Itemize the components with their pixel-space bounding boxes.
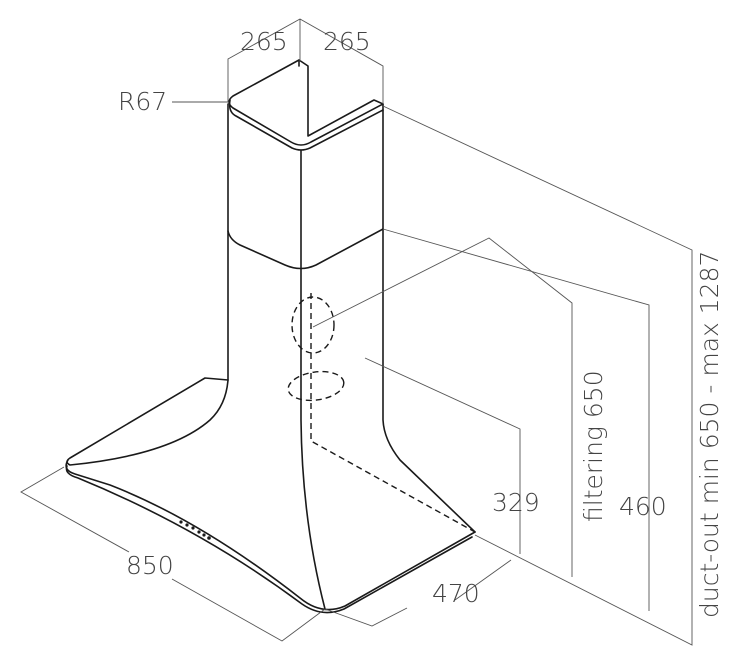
dim-470: [324, 559, 512, 627]
label-duct-out: duct-out min 650 - max 1287: [695, 251, 724, 618]
dim-460: [382, 228, 650, 611]
duct-outlet-ellipse: [291, 296, 335, 354]
control-buttons: [179, 520, 211, 540]
dim-850: [20, 466, 326, 642]
label-265-left: 265: [240, 27, 288, 56]
hood-left-wing: [66, 377, 229, 466]
label-265-right: 265: [323, 27, 371, 56]
dim-duct-out: [382, 105, 693, 646]
chimney-right-edge: [382, 103, 476, 533]
dim-329: [364, 357, 521, 554]
label-850: 850: [126, 551, 174, 580]
label-filtering: filtering 650: [579, 370, 608, 522]
chimney-inner-edge: [228, 59, 384, 151]
hidden-duct-line: [310, 293, 476, 533]
outlet-ellipse: [287, 370, 345, 402]
hood-bottom-edge-inner: [65, 465, 473, 614]
label-460: 460: [619, 492, 667, 521]
chimney-band: [227, 228, 384, 270]
hood-bottom-edge: [65, 459, 476, 611]
chimney-front-edge: [300, 149, 326, 610]
label-470: 470: [432, 579, 480, 608]
dim-265: [227, 18, 384, 104]
chimney-top-profile: [228, 59, 384, 146]
dim-filtering: [312, 237, 573, 577]
label-329: 329: [492, 488, 540, 517]
label-r67: R67: [118, 87, 167, 116]
